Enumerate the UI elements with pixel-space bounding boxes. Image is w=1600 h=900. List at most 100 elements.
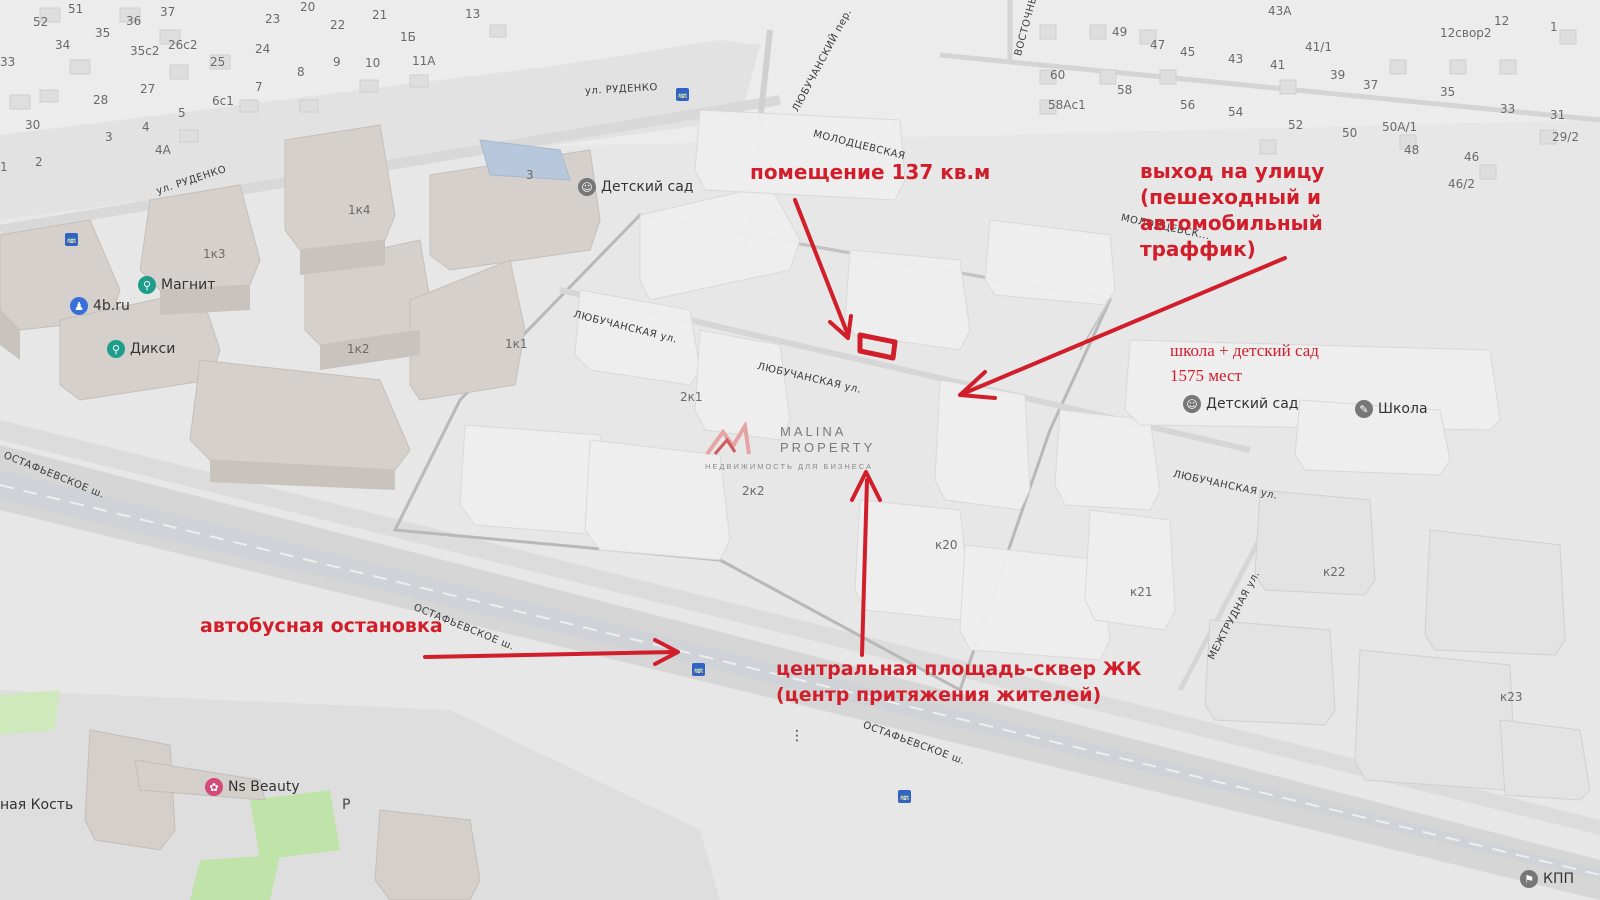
- shop-basket-icon: ⚲: [107, 340, 125, 358]
- house-number: 39: [1330, 68, 1346, 82]
- kindergarten-icon: ☺: [1183, 395, 1201, 413]
- house-number: 51: [68, 2, 84, 16]
- house-number: 23: [265, 12, 281, 26]
- house-number: 31: [1550, 108, 1566, 122]
- house-number: 37: [160, 5, 176, 19]
- annotation-exit-line1: выход на улицу: [1140, 159, 1325, 183]
- building-number: 2к1: [680, 390, 703, 404]
- annotation-exit-line3: автомобильный: [1140, 211, 1323, 235]
- house-number: 47: [1150, 38, 1166, 52]
- house-number: 8: [297, 65, 305, 79]
- poi-diksi[interactable]: ⚲ Дикси: [107, 340, 175, 358]
- bus-stop-icon[interactable]: 🚌: [898, 790, 911, 803]
- house-number: 34: [55, 38, 71, 52]
- building-number: 1к3: [203, 247, 226, 261]
- annotation-bus-stop: автобусная остановка: [200, 615, 443, 637]
- building-number: 1к2: [347, 342, 370, 356]
- annotation-school-line1: школа + детский сад: [1170, 341, 1319, 360]
- house-number: 20: [300, 0, 316, 14]
- house-number: 58: [1117, 83, 1133, 97]
- house-number: 46/2: [1448, 177, 1475, 191]
- house-number: 28: [93, 93, 109, 107]
- house-number: 2: [35, 155, 43, 169]
- annotation-exit: выход на улицу (пешеходный и автомобильн…: [1140, 158, 1324, 262]
- traffic-light-icon: ⋮: [790, 728, 804, 744]
- house-number: 13: [465, 7, 481, 21]
- shop-basket-icon: ⚲: [138, 276, 156, 294]
- house-number: 52: [1288, 118, 1304, 132]
- buildings-left: [0, 124, 601, 471]
- malina-property-logo: MALINA PROPERTY НЕДВИЖИМОСТЬ ДЛЯ БИЗНЕСА: [705, 422, 895, 474]
- poi-shkola[interactable]: ✎ Школа: [1355, 400, 1428, 418]
- house-number: 58Ас1: [1048, 98, 1086, 112]
- building-number: к20: [935, 538, 958, 552]
- house-number: 1Б: [400, 30, 416, 44]
- house-number: 43А: [1268, 4, 1292, 18]
- house-number: 41: [1270, 58, 1286, 72]
- annotation-exit-line4: траффик): [1140, 237, 1256, 261]
- house-number: 12свор2: [1440, 26, 1492, 40]
- parking-label: P: [342, 797, 351, 813]
- house-number: 50: [1342, 126, 1358, 140]
- house-number: 6с1: [212, 94, 234, 108]
- poi-ns-beauty[interactable]: ✿ Ns Beauty: [205, 778, 300, 796]
- house-number: 1: [0, 160, 8, 174]
- annotation-school: школа + детский сад 1575 мест: [1170, 338, 1319, 388]
- building-number: 2к2: [742, 484, 765, 498]
- poi-magnit[interactable]: ⚲ Магнит: [138, 276, 215, 294]
- house-number: 54: [1228, 105, 1244, 119]
- logo-word-property: PROPERTY: [780, 440, 876, 455]
- house-number: 25: [210, 55, 226, 69]
- house-number: 4: [142, 120, 150, 134]
- house-number: 5: [178, 106, 186, 120]
- logo-tagline: НЕДВИЖИМОСТЬ ДЛЯ БИЗНЕСА: [705, 462, 874, 471]
- house-number: 50А/1: [1382, 120, 1418, 134]
- bus-stop-icon[interactable]: 🚌: [692, 663, 705, 676]
- person-icon: ♟: [70, 297, 88, 315]
- annotation-square: центральная площадь-сквер ЖК (центр прит…: [776, 656, 1141, 708]
- bus-stop-icon[interactable]: 🚌: [65, 233, 78, 246]
- kindergarten-icon: ☺: [578, 178, 596, 196]
- house-number: 45: [1180, 45, 1196, 59]
- house-number: 4А: [155, 143, 171, 157]
- building-number: 1к4: [348, 203, 371, 217]
- buildings-complex: [459, 109, 1176, 661]
- poi-detsky-sad[interactable]: ☺ Детский сад: [578, 178, 693, 196]
- house-number: 33: [1500, 102, 1516, 116]
- house-number: 35: [95, 26, 111, 40]
- annotation-square-line2: (центр притяжения жителей): [776, 684, 1102, 706]
- logo-word-malina: MALINA: [780, 424, 847, 439]
- house-number: 11А: [412, 54, 436, 68]
- beauty-salon-icon: ✿: [205, 778, 223, 796]
- building-number: к23: [1500, 690, 1523, 704]
- house-number: 35: [1440, 85, 1456, 99]
- house-number: 43: [1228, 52, 1244, 66]
- house-number: 9: [333, 55, 341, 69]
- school-icon: ✎: [1355, 400, 1373, 418]
- house-number: 10: [365, 56, 381, 70]
- building-number: 1к1: [505, 337, 528, 351]
- poi-kpp[interactable]: ⚑ КПП: [1520, 870, 1574, 888]
- house-number: 60: [1050, 68, 1066, 82]
- poi-detsky-sad-2[interactable]: ☺ Детский сад: [1183, 395, 1298, 413]
- building-number: к22: [1323, 565, 1346, 579]
- house-number: 56: [1180, 98, 1196, 112]
- poi-4b[interactable]: ♟ 4b.ru: [70, 297, 130, 315]
- house-number: 21: [372, 8, 388, 22]
- house-number: 7: [255, 80, 263, 94]
- annotation-exit-line2: (пешеходный и: [1140, 185, 1322, 209]
- house-number: 3: [105, 130, 113, 144]
- house-number: 30: [25, 118, 41, 132]
- annotation-school-line2: 1575 мест: [1170, 366, 1242, 385]
- houses-top: [9, 7, 1577, 180]
- building-number: к21: [1130, 585, 1153, 599]
- poi-kost[interactable]: ная Кость: [0, 797, 74, 813]
- bus-stop-icon[interactable]: 🚌: [676, 88, 689, 101]
- house-number: 29/2: [1552, 130, 1579, 144]
- house-number: 33: [0, 55, 16, 69]
- house-number: 1: [1550, 20, 1558, 34]
- building-number: 3: [526, 168, 534, 182]
- house-number: 41/1: [1305, 40, 1332, 54]
